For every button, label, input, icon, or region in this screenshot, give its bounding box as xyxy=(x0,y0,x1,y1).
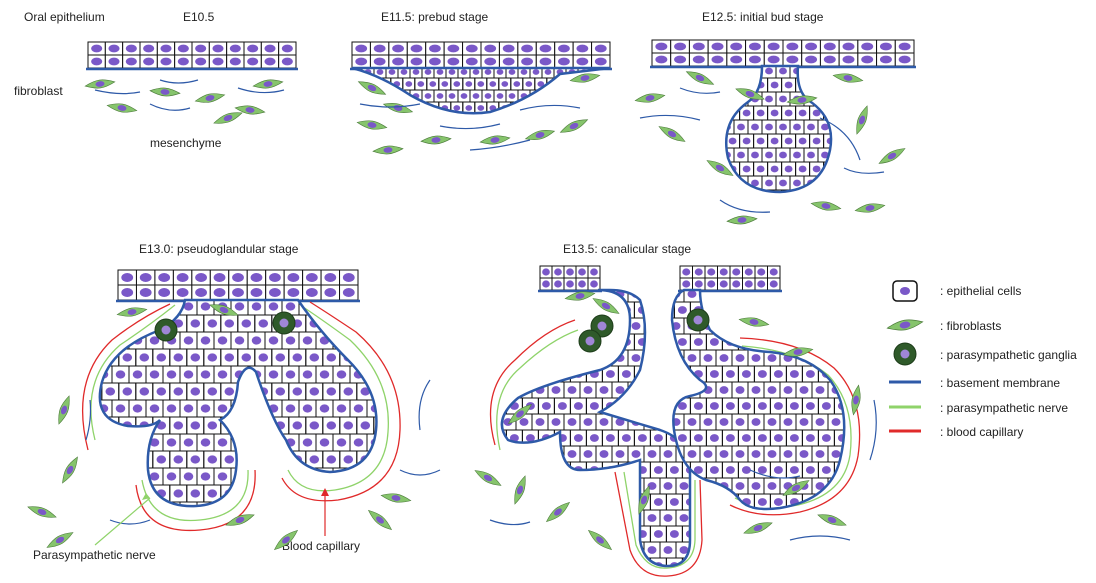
legend-item-fibroblasts: : fibroblasts xyxy=(940,319,1001,333)
strand-17 xyxy=(490,520,530,525)
fibroblast-40 xyxy=(544,499,572,524)
fibroblast-36 xyxy=(366,507,394,532)
strand-16 xyxy=(400,470,440,475)
ganglion-3 xyxy=(579,330,601,352)
legend-item-capillary: : blood capillary xyxy=(940,425,1023,439)
fibroblast-9 xyxy=(357,118,388,131)
fibroblast-48 xyxy=(591,295,621,317)
strand-2 xyxy=(238,88,284,93)
fibroblast-30 xyxy=(27,503,58,521)
fibroblast-24 xyxy=(811,199,842,212)
fibroblast-4 xyxy=(150,87,181,98)
fibroblast-2 xyxy=(194,91,225,105)
fibroblast-1 xyxy=(107,101,138,114)
strand-5 xyxy=(440,124,500,129)
legend-item-nerve: : parasympathetic nerve xyxy=(940,401,1068,415)
fibroblast-18 xyxy=(685,68,716,88)
fibroblast-26 xyxy=(727,215,758,226)
fibroblast-35 xyxy=(225,511,256,529)
strand-9 xyxy=(680,88,720,93)
fibroblast-29 xyxy=(59,455,81,485)
epithelium-e13-0 xyxy=(116,270,360,301)
fibroblast-41 xyxy=(586,527,614,552)
ganglion-4 xyxy=(687,309,709,331)
strand-0 xyxy=(95,90,140,94)
strand-15 xyxy=(419,380,430,430)
strand-6 xyxy=(520,105,580,110)
fibroblast-10 xyxy=(421,135,452,146)
strand-8 xyxy=(640,115,700,120)
epithelium-e13-5-right xyxy=(678,266,782,291)
fibroblast-6 xyxy=(253,78,284,90)
fibroblast-34 xyxy=(272,527,300,552)
strand-11 xyxy=(844,168,884,173)
gland-e13-0-cells xyxy=(78,298,391,519)
fibroblast-43 xyxy=(743,519,774,537)
fibroblast-11 xyxy=(480,134,511,146)
legend-item-ganglia: : parasympathetic ganglia xyxy=(940,348,1077,362)
fibroblast-7 xyxy=(357,78,388,98)
fibroblast-37 xyxy=(381,491,412,504)
fibroblast-25 xyxy=(855,201,886,214)
strand-3 xyxy=(160,80,198,83)
fibroblast-22 xyxy=(853,105,871,136)
fibroblast-45 xyxy=(849,385,862,416)
strand-19 xyxy=(870,400,876,460)
fibroblast-21 xyxy=(833,71,864,84)
strand-1 xyxy=(150,104,190,110)
fibroblast-15 xyxy=(373,145,404,156)
fibroblast-16 xyxy=(635,91,666,104)
fibroblast-38 xyxy=(473,467,503,489)
fibroblast-39 xyxy=(511,475,529,506)
epithelium-e12-5 xyxy=(650,40,916,67)
fibroblast-14 xyxy=(559,116,590,136)
prebud-cells xyxy=(338,66,619,126)
fibroblast-50 xyxy=(739,315,770,328)
strand-12 xyxy=(720,200,770,212)
ganglion-1 xyxy=(273,312,295,334)
nerve-pointer-arrow xyxy=(95,498,150,545)
fibroblast-28 xyxy=(55,395,73,426)
epithelium-e11-5 xyxy=(350,42,612,69)
fibroblast-0 xyxy=(85,78,116,90)
legend: : epithelial cells : fibroblasts : paras… xyxy=(888,282,1093,457)
fibroblast-23 xyxy=(877,145,907,167)
epithelium-e10-5 xyxy=(86,42,298,69)
ganglion-0 xyxy=(155,319,177,341)
strand-13 xyxy=(86,400,91,440)
fibroblast-31 xyxy=(45,529,75,551)
fibroblast-8 xyxy=(382,100,413,115)
fibroblast-33 xyxy=(117,305,148,318)
fibroblast-46 xyxy=(817,511,848,529)
strand-14 xyxy=(110,520,150,524)
fibroblast-17 xyxy=(657,123,687,145)
strand-18 xyxy=(790,536,850,540)
legend-item-basement-membrane: : basement membrane xyxy=(940,376,1060,390)
fibroblast-5 xyxy=(213,109,244,127)
epithelium-e13-5-left xyxy=(538,266,602,291)
legend-item-epithelial-cells: : epithelial cells xyxy=(940,284,1021,298)
bud-e12-5-cells xyxy=(706,64,852,204)
